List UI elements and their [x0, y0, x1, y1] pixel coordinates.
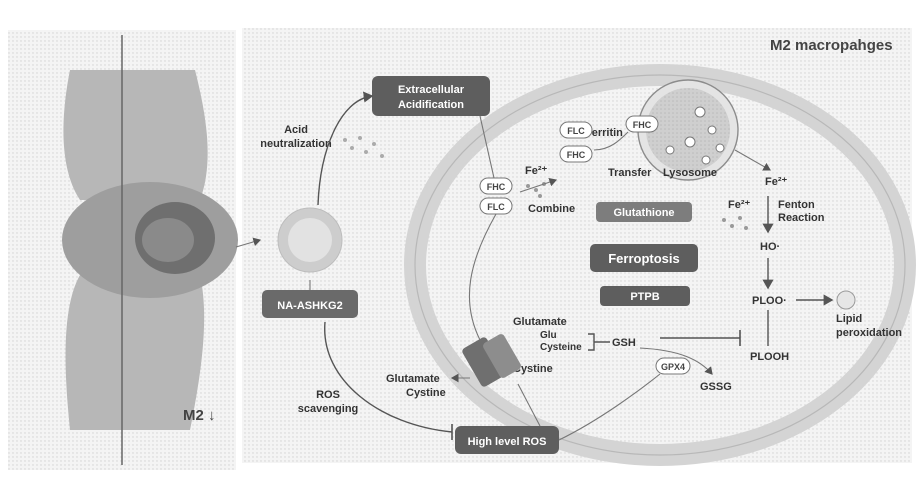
fhc-pill: FHC [560, 146, 592, 162]
lysosome-label: Lysosome [663, 167, 717, 179]
high-level-ros-box: High level ROS [455, 426, 559, 454]
gpx4-pill: FLC GPX4 [656, 358, 690, 374]
extracellular-acidification-box: Extracellular Acidification [372, 76, 490, 116]
ferroptosis-box: Ferroptosis [590, 244, 698, 272]
lipid-label: Lipid [836, 313, 862, 325]
svg-text:FHC: FHC [633, 120, 652, 130]
nanodrug-box: NA-ASHKG2 [262, 290, 358, 318]
high-level-ros-label: High level ROS [468, 436, 547, 448]
peroxidation-label: peroxidation [836, 327, 902, 339]
gsh-label: GSH [612, 337, 636, 349]
flc-lower-pill: FLC [480, 198, 512, 214]
nanodrug-label: NA-ASHKG2 [277, 300, 342, 312]
gssg-label: GSSG [700, 381, 732, 393]
svg-text:FHC: FHC [567, 150, 586, 160]
ferroptosis-label: Ferroptosis [608, 251, 680, 266]
acid-label: Acid [284, 124, 308, 136]
joint-panel: M2 ↓ [8, 30, 238, 470]
cysteine-label: Cysteine [540, 342, 582, 353]
cystine-left-label: Cystine [406, 387, 446, 399]
svg-text:FLC: FLC [487, 202, 505, 212]
upper-bone [63, 70, 207, 200]
transfer-label: Transfer [608, 167, 652, 179]
svg-text:FLC: FLC [567, 126, 585, 136]
fenton-label: Fenton [778, 199, 815, 211]
fe-ion-left-label: Fe²⁺ [525, 165, 548, 177]
glutamate-left-label: Glutamate [386, 373, 440, 385]
glutamate-top-label: Glutamate [513, 316, 567, 328]
neutralization-label: neutralization [260, 138, 332, 150]
gpx4-label: GPX4 [661, 362, 685, 372]
flc-pill: FLC [560, 122, 592, 138]
extracellular-label: Extracellular [398, 84, 465, 96]
acidification-label: Acidification [398, 99, 464, 111]
plooh-label: PLOOH [750, 351, 789, 363]
glutathione-label: Glutathione [613, 207, 674, 219]
ptpb-box: PTPB [600, 286, 690, 306]
fe-ion-right-label: Fe²⁺ [765, 176, 788, 188]
cartilage [142, 218, 194, 262]
ros-label: ROS [316, 389, 340, 401]
scavenging-label: scavenging [298, 403, 359, 415]
glutathione-box: Glutathione [596, 202, 692, 222]
ptpb-label: PTPB [630, 291, 659, 303]
fhc-lower-pill: FHC [480, 178, 512, 194]
ho-label: HO· [760, 241, 780, 253]
svg-text:FHC: FHC [487, 182, 506, 192]
ploo-label: PLOO· [752, 295, 787, 307]
m2-down-label: M2 ↓ [183, 407, 216, 424]
lipid-bubble [837, 291, 855, 309]
combine-label: Combine [528, 203, 575, 215]
panel-title: M2 macropahges [770, 37, 893, 54]
reaction-label: Reaction [778, 212, 825, 224]
glu-label: Glu [540, 330, 557, 341]
fe-ion-fenton-label: Fe²⁺ [728, 199, 751, 211]
